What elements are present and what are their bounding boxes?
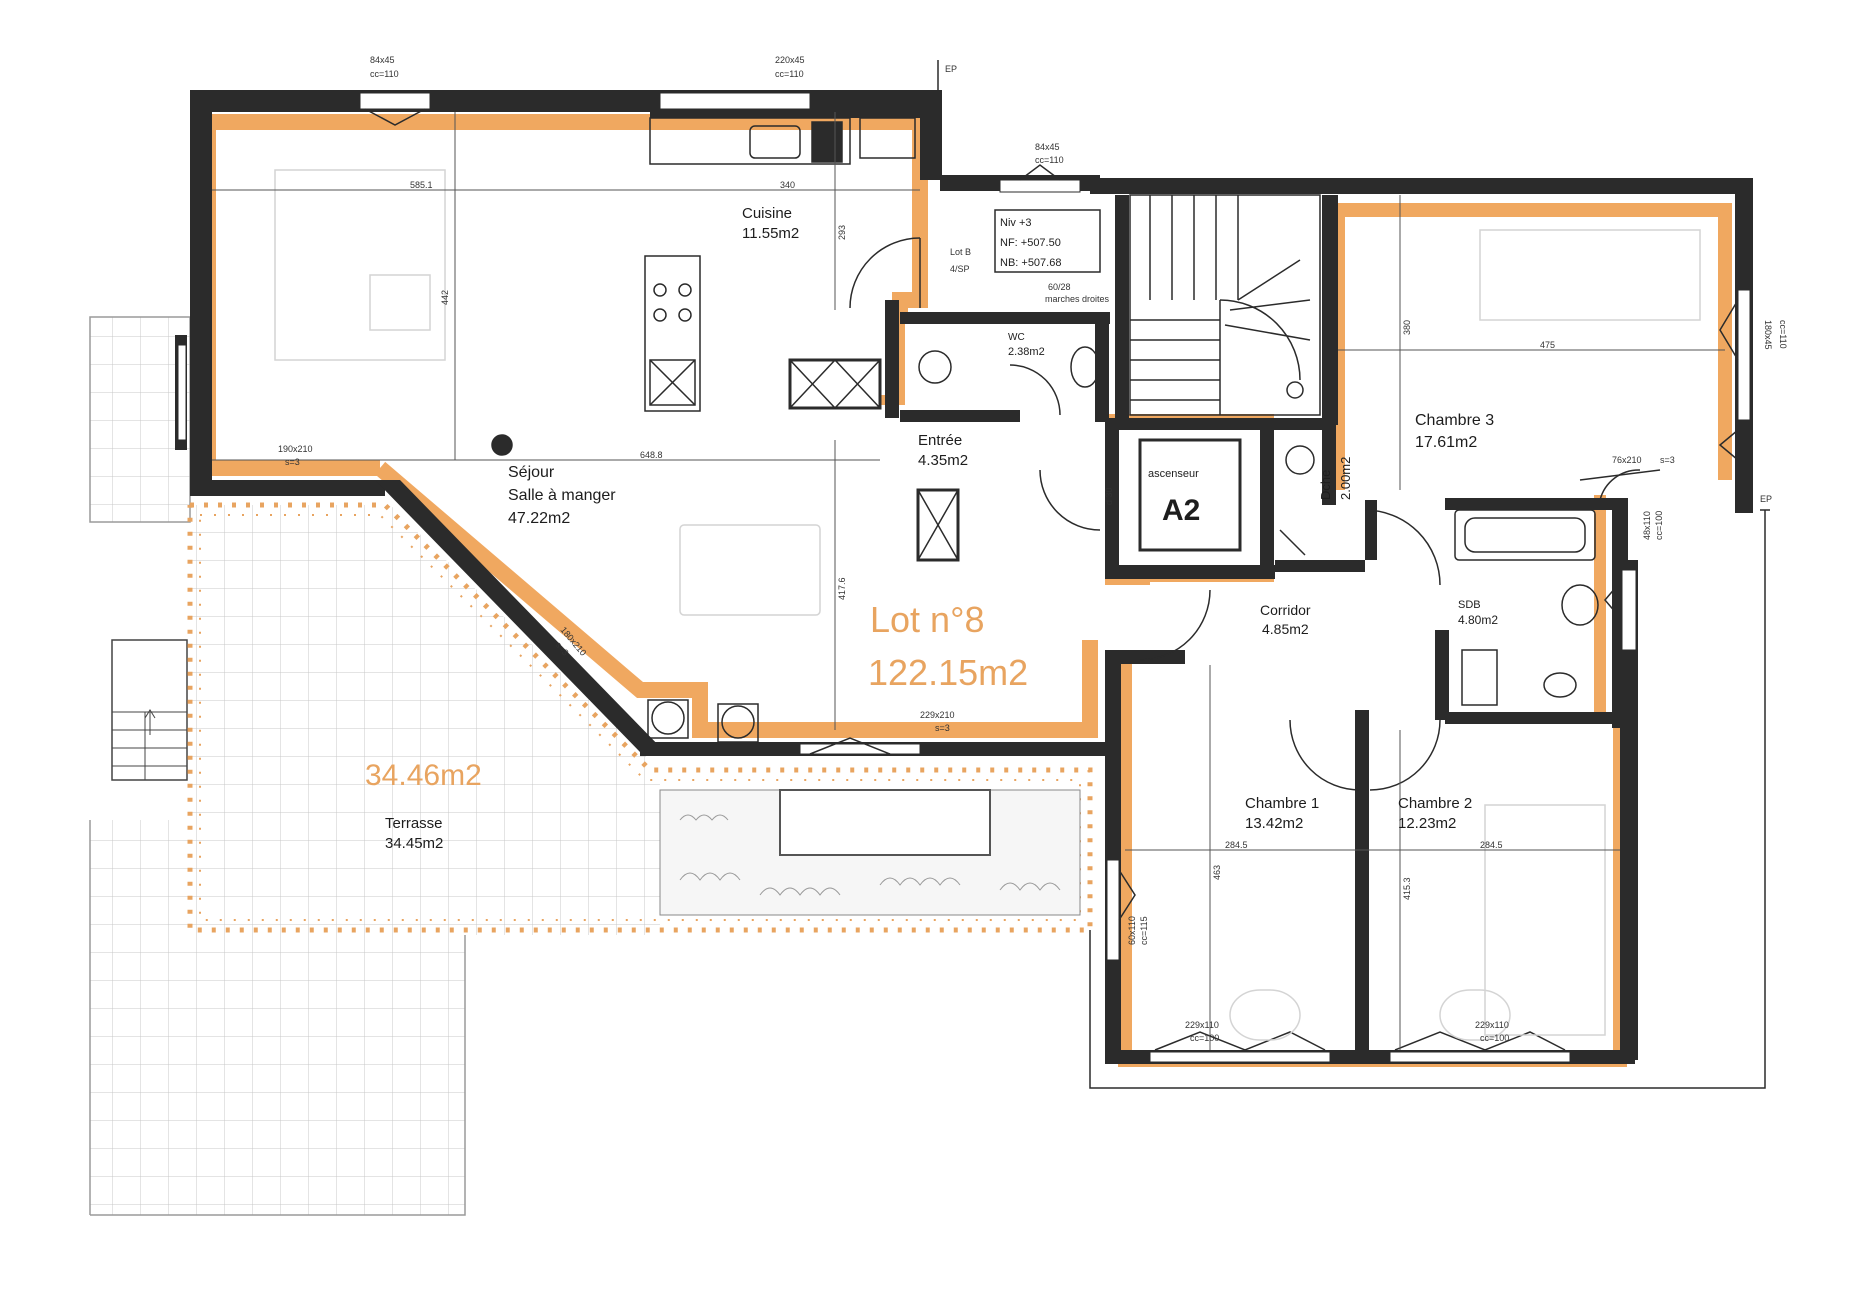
window-ch2-bottom-sub: cc=100 [1480, 1033, 1509, 1043]
window-ch3: 180x45 [1763, 320, 1773, 350]
stair-level-box: Niv +3 NF: +507.50 NB: +507.68 [994, 209, 1101, 273]
stair-small2: marches droites [1045, 294, 1110, 304]
terrace-big-area: 34.46m2 [365, 759, 482, 792]
dim-475: 475 [1540, 340, 1555, 350]
dim-293: 293 [837, 225, 847, 240]
window-ch3-sub: cc=110 [1778, 320, 1788, 349]
ep-right: EP [1760, 494, 1772, 504]
windows [177, 92, 1751, 1063]
room-sejour-name: Séjour [508, 464, 555, 481]
window-swings [364, 108, 1739, 1051]
lot-area: 122.15m2 [868, 652, 1028, 693]
room-douche-area: 2.00m2 [1338, 457, 1353, 500]
exterior-grid [89, 316, 660, 1216]
dimension-lines [212, 112, 1725, 1050]
window-ch1-bottom: 229x110 [1185, 1020, 1219, 1030]
room-corridor-area: 4.85m2 [1262, 621, 1309, 637]
window-stair-sub: cc=110 [1035, 155, 1064, 165]
dim-442: 442 [440, 290, 450, 305]
room-cuisine-area: 11.55m2 [742, 225, 799, 242]
room-entree-name: Entrée [918, 432, 962, 449]
window-ch1-bottom-sub: cc=100 [1190, 1033, 1219, 1043]
dim-284a: 284.5 [1225, 840, 1248, 850]
room-chambre2-area: 12.23m2 [1398, 815, 1456, 832]
room-sejour-name2: Salle à manger [508, 487, 616, 504]
stair-small: 60/28 [1048, 282, 1071, 292]
room-terrasse-area: 34.45m2 [385, 835, 443, 852]
window-ch1-side-sub: cc=115 [1139, 916, 1149, 945]
room-chambre1-area: 13.42m2 [1245, 815, 1303, 832]
dim-284b: 284.5 [1480, 840, 1503, 850]
room-wc-area: 2.38m2 [1008, 346, 1045, 358]
dim-648: 648.8 [640, 450, 663, 460]
stair-info-line2: NF: +507.50 [1000, 237, 1061, 249]
stair-info-line3: NB: +507.68 [1000, 257, 1061, 269]
door-sejour-sub: s=3 [285, 457, 300, 467]
door-sejour: 190x210 [278, 444, 313, 454]
room-sdb-area: 4.80m2 [1458, 613, 1498, 627]
building-envelope [937, 60, 1770, 1089]
dim-380: 380 [1402, 320, 1412, 335]
room-chambre2-name: Chambre 2 [1398, 795, 1472, 812]
window-top-mid: 220x45 [775, 55, 805, 65]
lot-b-sub: 4/SP [950, 264, 970, 274]
doors [849, 237, 1661, 791]
window-top-left: 84x45 [370, 55, 395, 65]
lot-b-label: Lot B [950, 247, 971, 257]
dimension-values: 585.1 340 293 442 648.8 417.6 380 475 28… [410, 180, 1555, 900]
room-chambre1-name: Chambre 1 [1245, 795, 1319, 812]
room-chambre3-name: Chambre 3 [1415, 412, 1494, 429]
entree-small: d 30 [1104, 487, 1114, 505]
dim-463: 463 [1212, 865, 1222, 880]
fixtures [274, 117, 1701, 1041]
door-bottom-sub: s=3 [935, 723, 950, 733]
room-cuisine-name: Cuisine [742, 205, 792, 222]
dim-415: 415.3 [1402, 877, 1412, 900]
window-sdb-sub: cc=100 [1654, 511, 1664, 540]
ep-top: EP [945, 64, 957, 74]
window-sdb: 48x110 [1642, 511, 1652, 540]
door-bottom: 229x210 [920, 710, 955, 720]
window-ch1-side: 60x110 [1127, 916, 1137, 945]
room-sdb-name: SDB [1458, 599, 1481, 611]
window-top-mid-sub: cc=110 [775, 69, 804, 79]
terrace-outline [187, 502, 1093, 933]
dim-585: 585.1 [410, 180, 433, 190]
room-terrasse-name: Terrasse [385, 815, 443, 832]
door-ch3-sub: s=3 [1660, 455, 1675, 465]
room-chambre3-area: 17.61m2 [1415, 434, 1477, 451]
lot-title: Lot n°8 [870, 599, 985, 640]
room-entree-area: 4.35m2 [918, 452, 968, 469]
elevator [1138, 438, 1242, 552]
stair-info-line1: Niv +3 [1000, 217, 1032, 229]
dim-340: 340 [780, 180, 795, 190]
door-ch3: 76x210 [1612, 455, 1642, 465]
room-douche-name: Dche [1318, 470, 1333, 500]
room-wc-name: WC [1008, 332, 1025, 343]
exterior-stairs [111, 639, 188, 781]
dim-417: 417.6 [837, 577, 847, 600]
room-ascenseur-code: A2 [1162, 494, 1200, 527]
window-ch2-bottom: 229x110 [1475, 1020, 1509, 1030]
window-top-left-sub: cc=110 [370, 69, 399, 79]
window-stair: 84x45 [1035, 142, 1060, 152]
room-ascenseur-name: ascenseur [1148, 468, 1199, 480]
room-corridor-name: Corridor [1260, 602, 1311, 618]
room-sejour-area: 47.22m2 [508, 510, 570, 527]
staircase [1129, 194, 1321, 416]
